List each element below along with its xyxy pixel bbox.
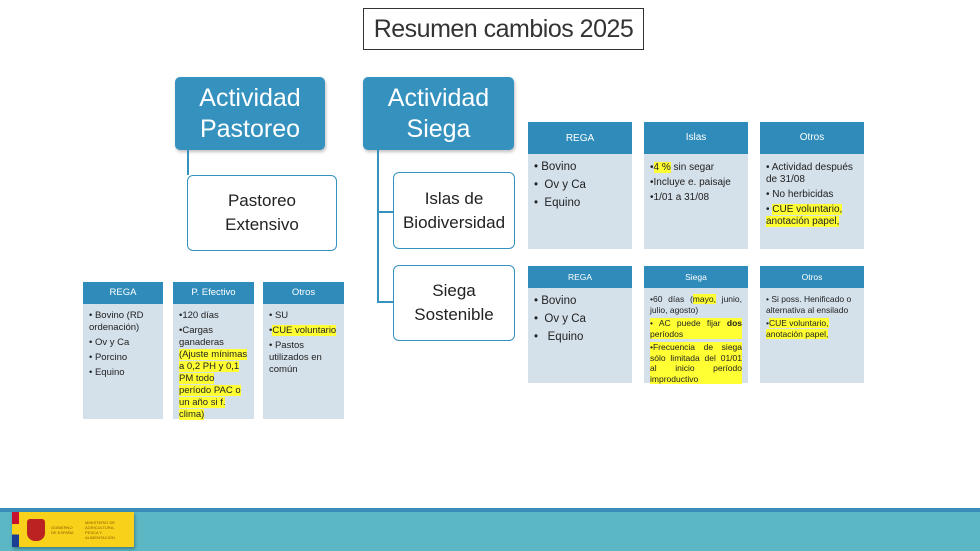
list-item: • Equino — [534, 331, 584, 343]
connector-line — [187, 150, 189, 175]
card-header: REGA — [83, 282, 163, 304]
label: Extensivo — [225, 215, 299, 234]
label: Biodiversidad — [402, 212, 506, 232]
list-item: •Cargas ganaderas (Ajuste mínimas a 0,2 … — [179, 325, 248, 420]
list-item: • Pastos utilizados en común — [269, 340, 322, 375]
actividad-pastoreo-box: Actividad Pastoreo — [175, 77, 325, 150]
list-item: • Equino — [89, 367, 125, 378]
card-otros-pastoreo: Otros • SU •CUE voluntario • Pastos util… — [263, 282, 344, 419]
card-islas: Islas •4 % sin segar •Incluye e. paisaje… — [644, 122, 748, 249]
list-item: •Incluye e. paisaje — [650, 177, 731, 188]
card-header: Otros — [760, 266, 864, 288]
list-item: • Bovino — [534, 295, 577, 307]
list-item: •120 días — [179, 310, 219, 321]
flag-icon — [12, 512, 19, 547]
list-item: • Porcino — [89, 352, 128, 363]
list-item: • Ov y Ca — [534, 179, 586, 191]
card-siega: Siega •60 días (mayo, junio, julio, agos… — [644, 266, 748, 384]
list-item: • No herbicidas — [766, 189, 834, 200]
label: Sostenible — [414, 305, 494, 324]
highlight-text: (Ajuste mínimas a 0,2 PH y 0,1 PM todo p… — [179, 349, 248, 420]
card-rega-pastoreo: REGA • Bovino (RD ordenación) • Ov y Ca … — [83, 282, 163, 419]
card-header: Otros — [760, 122, 864, 154]
list-item: • Si poss. Henificado o alternativa al e… — [766, 294, 852, 315]
card-p-efectivo: P. Efectivo •120 días •Cargas ganaderas … — [173, 282, 254, 420]
label: Pastoreo — [227, 191, 297, 210]
logo-ministry-text: MINISTERIO DE AGRICULTURA, PESCA Y ALIME… — [85, 519, 116, 540]
label: Siega — [406, 114, 471, 143]
label: Siega — [432, 281, 476, 300]
connector-line — [377, 150, 379, 303]
slide-title: Resumen cambios 2025 — [363, 8, 644, 50]
list-item: •CUE voluntario, anotación papel, — [766, 318, 829, 339]
list-item: • Actividad después de 31/08 — [766, 162, 853, 185]
pastoreo-extensivo-box: Pastoreo Extensivo — [187, 175, 337, 251]
list-item: • Ov y Ca — [534, 313, 586, 325]
list-item: • SU — [269, 310, 289, 321]
footer-divider — [0, 508, 980, 512]
card-header: REGA — [528, 122, 632, 154]
government-logo: GOBIERNO DE ESPAÑA MINISTERIO DE AGRICUL… — [12, 512, 134, 547]
list-item: •60 días (mayo, junio, julio, agosto) — [650, 294, 742, 315]
siega-sostenible-box: Siega Sostenible — [393, 265, 515, 341]
list-item: •Frecuencia de siega sólo limitada del 0… — [650, 342, 742, 384]
list-item: • Bovino (RD ordenación) — [89, 310, 144, 333]
card-header: Siega — [644, 266, 748, 288]
logo-gov-text: GOBIERNO DE ESPAÑA — [51, 524, 74, 535]
connector-line — [377, 211, 393, 213]
list-item: • CUE voluntario, anotación papel, — [766, 204, 843, 227]
list-item: •CUE voluntario — [269, 325, 337, 336]
actividad-siega-box: Actividad Siega — [363, 77, 514, 150]
footer-band — [0, 512, 980, 551]
list-item: •1/01 a 31/08 — [650, 192, 710, 203]
card-rega-sostenible: REGA • Bovino • Ov y Ca • Equino — [528, 266, 632, 383]
card-header: REGA — [528, 266, 632, 288]
list-item: •4 % sin segar — [650, 162, 715, 173]
coat-of-arms-icon — [27, 518, 45, 541]
card-rega-islas: REGA • Bovino • Ov y Ca • Equino — [528, 122, 632, 249]
card-header: P. Efectivo — [173, 282, 254, 304]
card-header: Otros — [263, 282, 344, 304]
list-item: • Bovino — [534, 161, 577, 173]
card-otros-islas: Otros • Actividad después de 31/08 • No … — [760, 122, 864, 249]
list-item: • Equino — [534, 197, 581, 209]
connector-line — [377, 301, 393, 303]
label: Actividad — [199, 83, 301, 112]
list-item: • Ov y Ca — [89, 337, 130, 348]
card-header: Islas — [644, 122, 748, 154]
islas-biodiversidad-box: Islas de Biodiversidad — [393, 172, 515, 249]
label: Pastoreo — [199, 114, 301, 143]
list-item: • AC puede fijar dos períodos — [650, 318, 742, 339]
label: Islas de — [424, 188, 484, 208]
card-otros-sostenible: Otros • Si poss. Henificado o alternativ… — [760, 266, 864, 383]
label: Actividad — [387, 83, 490, 112]
